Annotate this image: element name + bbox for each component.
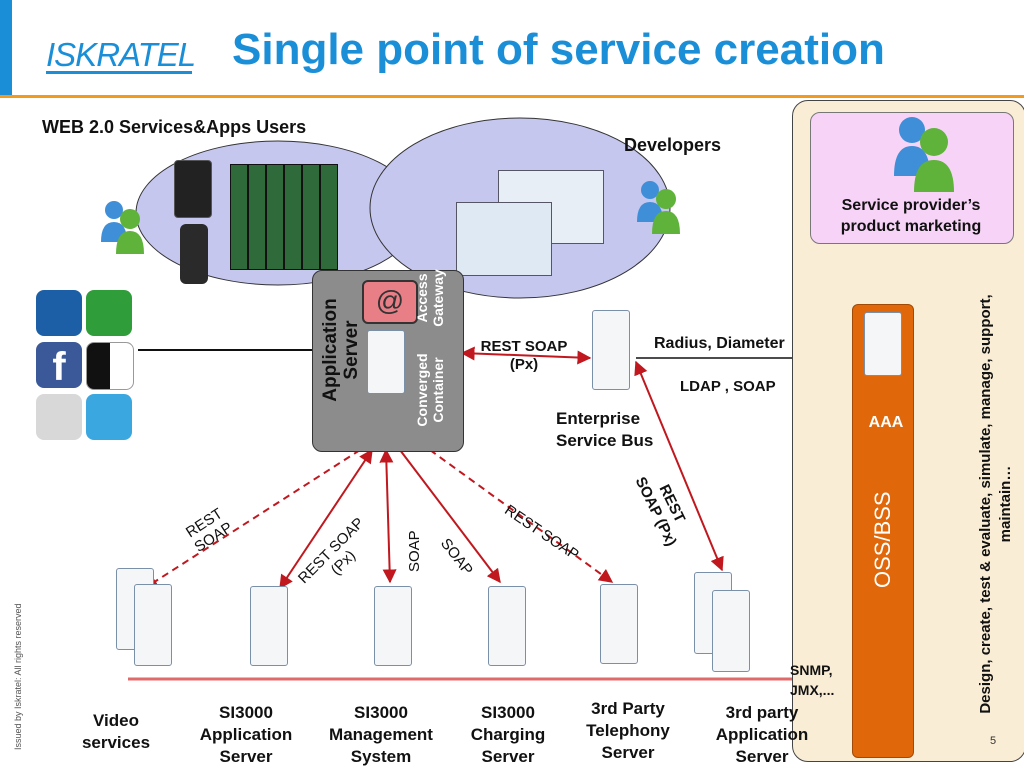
chat-icon (86, 290, 132, 336)
soap-label-1: SOAP (406, 530, 423, 572)
design-text: Design, create, test & evaluate, simulat… (977, 294, 1014, 714)
users-icon (894, 117, 954, 192)
delicious-icon (86, 342, 134, 390)
snmp-jmx-label: SNMP, JMX,... (790, 662, 835, 698)
application-server-label: Application Server (320, 298, 362, 402)
si3000-charging-server-icon (488, 586, 526, 666)
oss-bss-label: OSS/BSS (870, 491, 895, 588)
email-at-icon: @ (362, 280, 418, 324)
web-users-label: WEB 2.0 Services&Apps Users (42, 117, 307, 137)
developers-label: Developers (624, 135, 722, 155)
portal-screenshot-icon (456, 202, 552, 276)
iskratel-logo: ISKRATEL (46, 36, 196, 73)
users-icon (101, 201, 144, 254)
twitter-icon (86, 394, 132, 440)
bottom-server-label: SI3000 Management System (329, 703, 433, 766)
facebook-icon: f (36, 342, 82, 389)
bottom-server-label: Video services (81, 711, 151, 752)
esb-label: Enterprise Service Bus (556, 409, 654, 450)
access-gateway-label: Access Gateway (414, 269, 446, 327)
bottom-server-label: SI3000 Application Server (199, 703, 293, 766)
brand-accent-bar (0, 0, 12, 98)
bottom-server-label: 3rd party Application Server (715, 703, 809, 766)
converged-container-label: Converged Container (414, 353, 446, 427)
slide-title: Single point of service creation (232, 25, 885, 74)
smartphone-icon (174, 160, 212, 218)
si3000-mgmt-server-icon (374, 586, 412, 666)
telephony-server-icon (600, 584, 638, 664)
radius-diameter-label: Radius, Diameter (654, 335, 785, 352)
myspace-icon (36, 290, 82, 336)
bottom-server-label: 3rd Party Telephony Server (586, 699, 670, 762)
copyright-note: Issued by Iskratel: All rights reserved (13, 603, 23, 750)
header-rule (0, 95, 1024, 98)
users-icon (637, 181, 680, 234)
aaa-label: AAA (868, 414, 904, 431)
esb-server-icon (592, 310, 630, 390)
phone-icon (180, 224, 208, 284)
oss-bss-bar (852, 304, 914, 758)
3rd-party-app-server-icon (712, 590, 750, 672)
ldap-soap-label: LDAP , SOAP (680, 378, 776, 395)
server-icon (367, 330, 405, 394)
video-server-icon (134, 584, 172, 666)
si3000-app-server-icon (250, 586, 288, 666)
bottom-server-label: SI3000 Charging Server (470, 703, 546, 766)
logo-underline (46, 71, 192, 74)
community-icon (36, 394, 82, 440)
page-number: 5 (990, 735, 997, 747)
rest-soap-px-label: REST SOAP (Px) (480, 338, 568, 373)
app-grid-icon (230, 164, 338, 270)
aaa-server-icon (864, 312, 902, 376)
service-provider-label: Service provider’s product marketing (840, 197, 982, 235)
